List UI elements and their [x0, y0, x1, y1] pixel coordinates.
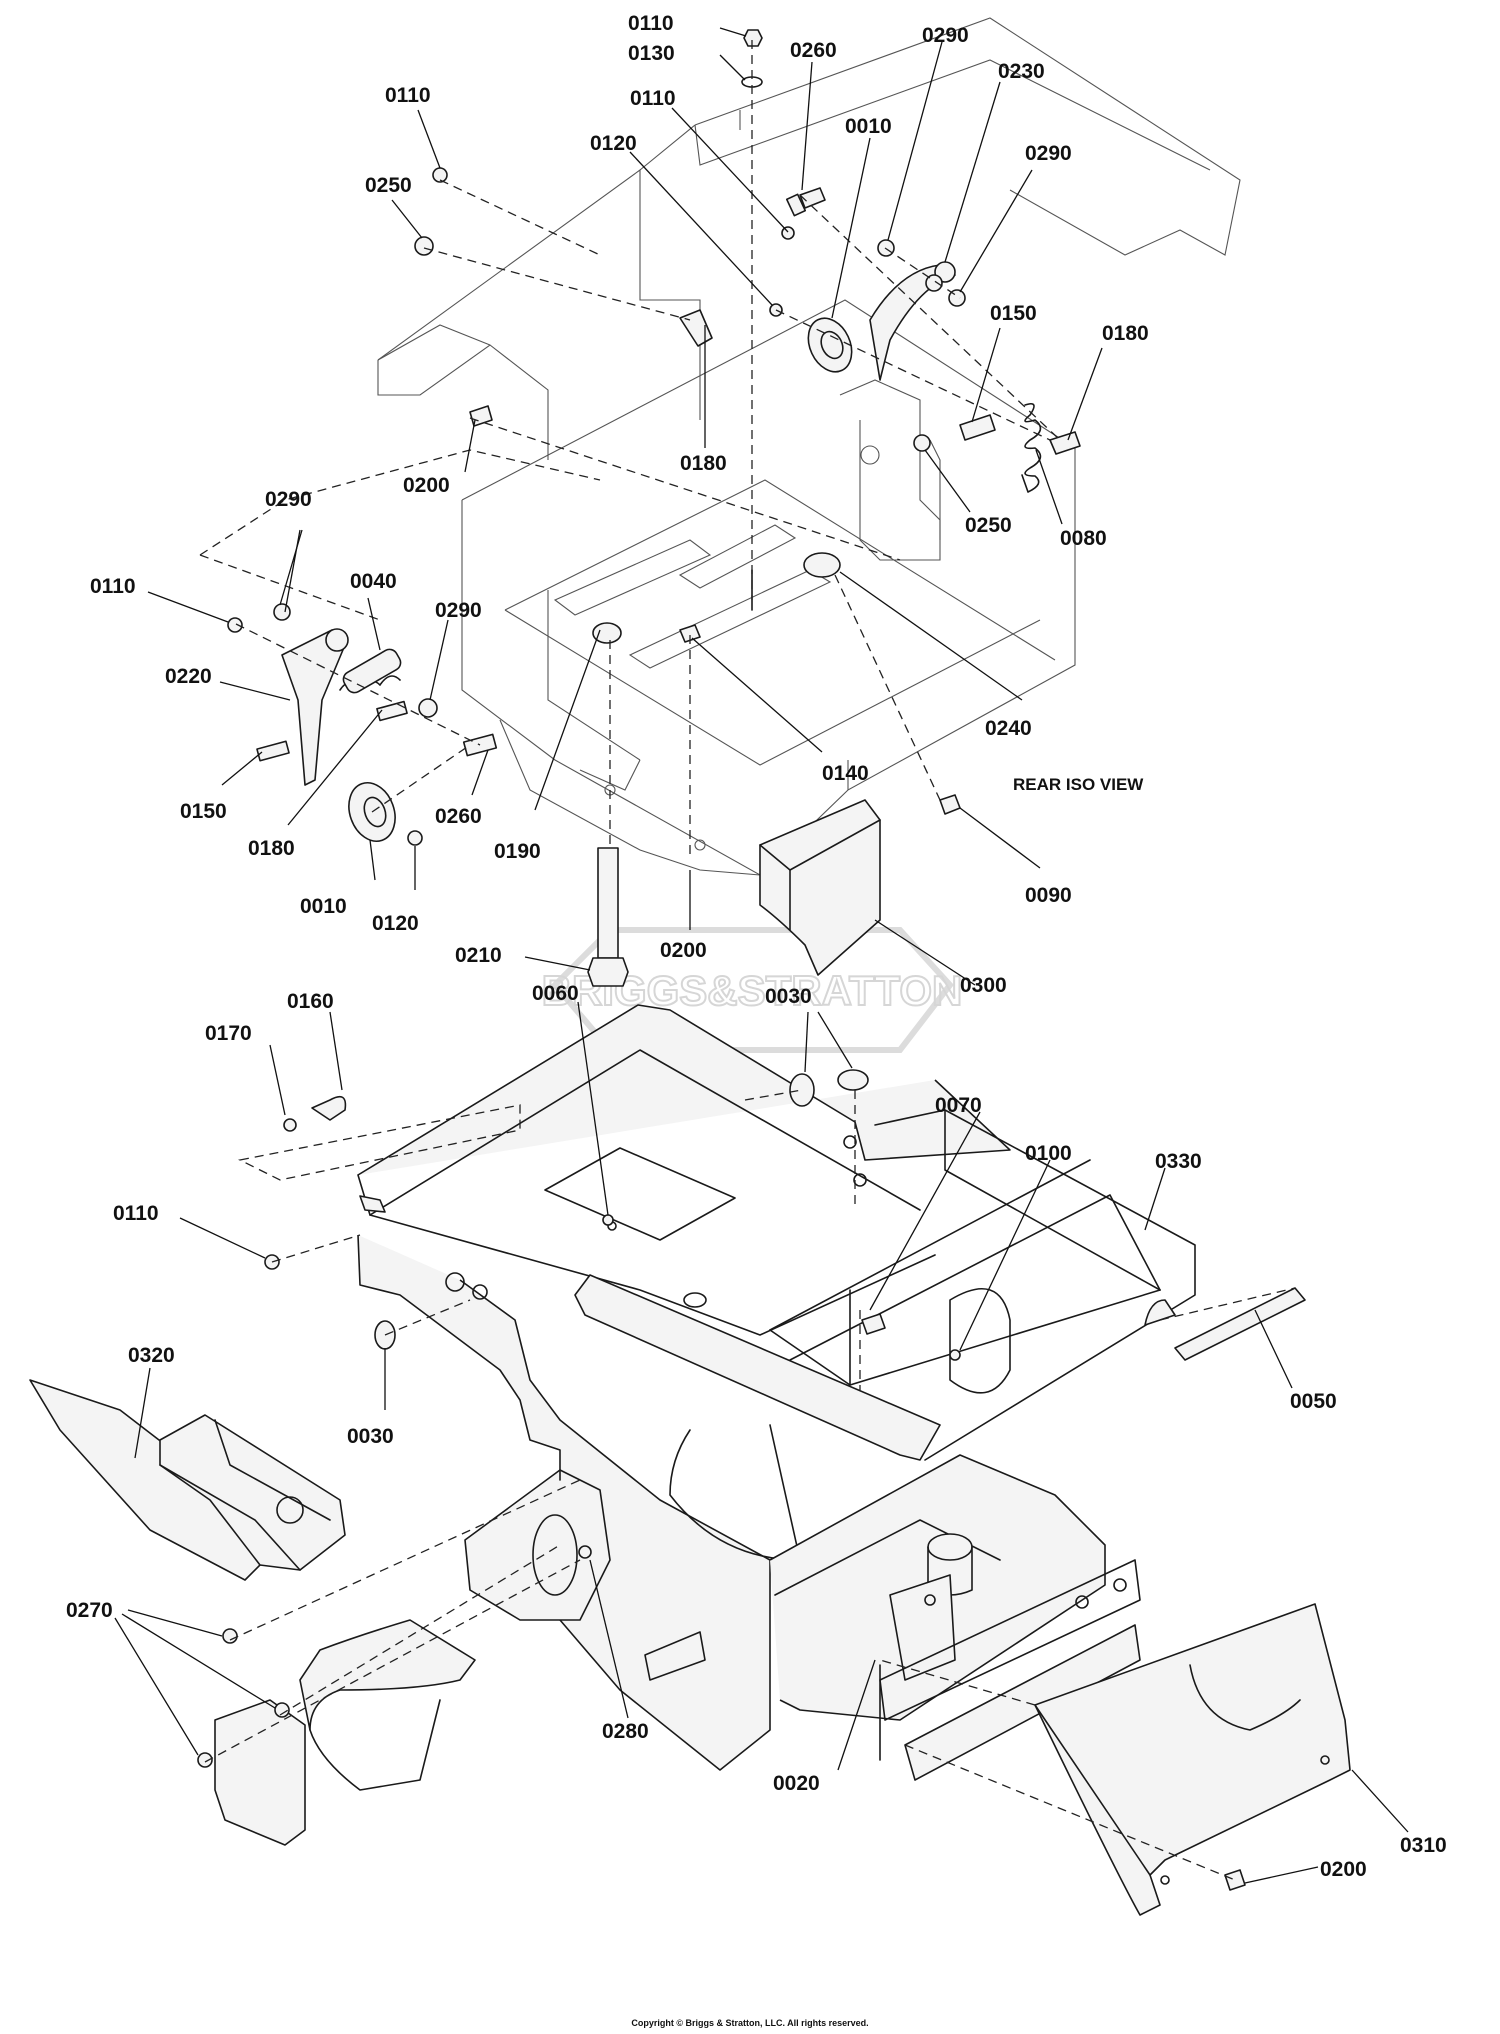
- support-rod: [1174, 1287, 1306, 1361]
- callout-label: 0110: [90, 575, 136, 598]
- callout-label: 0260: [435, 805, 482, 828]
- callout-labels: 0110 0130 0260 0290 0230 0110 0010 0120 …: [66, 12, 1447, 1881]
- callout-label: 0250: [365, 174, 412, 197]
- callout-label: 0290: [1025, 142, 1072, 165]
- upper-frame-assembly: [377, 17, 1241, 876]
- callout-label: 0320: [128, 1344, 175, 1367]
- callout-label: 0100: [1025, 1142, 1072, 1165]
- callout-label: 0150: [990, 302, 1037, 325]
- callout-label: 0200: [1320, 1858, 1367, 1881]
- callout-label: 0220: [165, 665, 212, 688]
- callout-label: 0030: [765, 985, 812, 1008]
- callout-label: 0290: [922, 24, 969, 47]
- belt-guard-cover: [759, 794, 961, 976]
- upper-hardware: [414, 29, 1081, 644]
- callout-label: 0240: [985, 717, 1032, 740]
- callout-label: 0050: [1290, 1390, 1337, 1413]
- copyright-notice: Copyright © Briggs & Stratton, LLC. All …: [631, 2018, 869, 2028]
- callout-label: 0010: [845, 115, 892, 138]
- view-label: REAR ISO VIEW: [1013, 775, 1144, 794]
- callout-label: 0180: [248, 837, 295, 860]
- callout-label: 0150: [180, 800, 227, 823]
- alignment-lines: [199, 40, 1296, 1881]
- leader-lines: [114, 27, 1409, 1884]
- callout-label: 0270: [66, 1599, 113, 1622]
- mount-bracket-lower-left: [197, 1545, 592, 1846]
- callout-label: 0170: [205, 1022, 252, 1045]
- callout-label: 0110: [628, 12, 674, 35]
- callout-label: 0110: [113, 1202, 159, 1225]
- callout-label: 0030: [347, 1425, 394, 1448]
- callout-label: 0250: [965, 514, 1012, 537]
- callout-label: 0020: [773, 1772, 820, 1795]
- extension-spring: [1021, 402, 1042, 493]
- callout-label: 0260: [790, 39, 837, 62]
- callout-label: 0280: [602, 1720, 649, 1743]
- callout-label: 0300: [960, 974, 1007, 997]
- callout-label: 0330: [1155, 1150, 1202, 1173]
- callout-label: 0120: [590, 132, 637, 155]
- callout-label: 0140: [822, 762, 869, 785]
- callout-label: 0160: [287, 990, 334, 1013]
- callout-label: 0060: [532, 982, 579, 1005]
- callout-label: 0120: [372, 912, 419, 935]
- side-cover-left: [29, 1379, 346, 1581]
- idler-pulley-upper: [807, 317, 853, 373]
- callout-label: 0230: [998, 60, 1045, 83]
- callout-label: 0310: [1400, 1834, 1447, 1857]
- callout-label: 0180: [1102, 322, 1149, 345]
- callout-label: 0180: [680, 452, 727, 475]
- callout-label: 0090: [1025, 884, 1072, 907]
- callout-label: 0290: [435, 599, 482, 622]
- lower-frame-assembly: [357, 1004, 1196, 1781]
- callout-label: 0070: [935, 1094, 982, 1117]
- callout-label: 0200: [403, 474, 450, 497]
- long-bolt: [587, 847, 629, 987]
- callout-label: 0210: [455, 944, 502, 967]
- rear-cover-shield: [1034, 1603, 1351, 1916]
- lower-hardware: [264, 1069, 1176, 1361]
- callout-label: 0110: [385, 84, 431, 107]
- callout-label: 0190: [494, 840, 541, 863]
- callout-label: 0130: [628, 42, 675, 65]
- callout-label: 0110: [630, 87, 676, 110]
- callout-label: 0010: [300, 895, 347, 918]
- callout-label: 0200: [660, 939, 707, 962]
- callout-label: 0080: [1060, 527, 1107, 550]
- callout-label: 0290: [265, 488, 312, 511]
- callout-label: 0040: [350, 570, 397, 593]
